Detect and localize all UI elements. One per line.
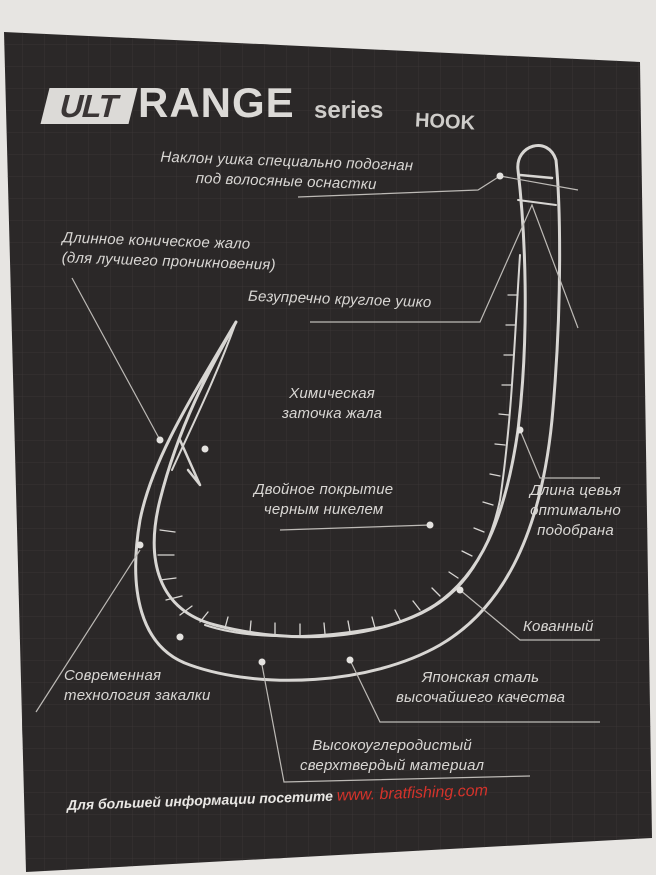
label-hardening: Современная технология закалки <box>64 666 211 706</box>
label-shank-length-line2: оптимально <box>530 502 621 519</box>
label-shank-length-line1: Длина цевья <box>530 482 621 499</box>
label-shank-length-line3: подобрана <box>537 522 614 539</box>
logo-series: series <box>314 97 384 124</box>
label-coating-line1: Двойное покрытие <box>254 481 394 498</box>
label-shank-length: Длина цевья оптимально подобрана <box>530 481 621 541</box>
label-chem-sharpen-line1: Химическая <box>289 385 376 402</box>
label-chem-sharpen-line2: заточка жала <box>282 405 383 422</box>
label-coating-line2: черным никелем <box>263 501 384 518</box>
logo-hook: HOOK <box>414 109 476 135</box>
label-long-point: Длинное коническое жало (для лучшего про… <box>61 228 276 275</box>
label-carbon-line2: сверхтвердый материал <box>300 757 485 774</box>
label-coating: Двойное покрытие черным никелем <box>254 480 393 520</box>
callout-dots <box>136 172 524 666</box>
label-forged: Кованный <box>523 618 594 635</box>
label-hardening-line1: Современная <box>64 667 162 684</box>
hook-illustration <box>134 144 562 682</box>
logo-ult: ULT <box>40 88 138 124</box>
leader-lines <box>35 175 600 783</box>
label-carbon: Высокоуглеродистый сверхтвердый материал <box>300 736 484 776</box>
logo-range: RANGE <box>138 79 295 126</box>
label-steel-line1: Японская сталь <box>421 669 540 686</box>
label-carbon-line1: Высокоуглеродистый <box>312 737 472 754</box>
label-steel: Японская сталь высочайшего качества <box>396 668 565 708</box>
card-grid <box>4 32 652 872</box>
label-hardening-line2: технология закалки <box>64 687 211 704</box>
label-steel-line2: высочайшего качества <box>396 689 566 706</box>
label-chem-sharpen: Химическая заточка жала <box>282 384 382 424</box>
